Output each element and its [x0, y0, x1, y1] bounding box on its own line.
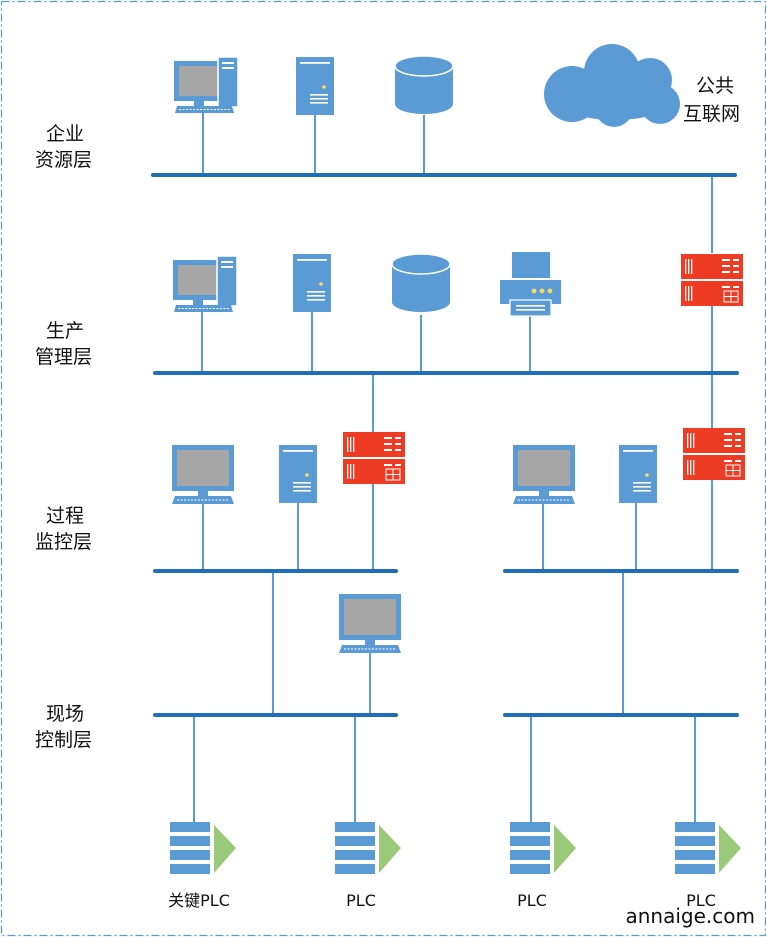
plc-icon	[510, 822, 576, 874]
plc-label: PLC	[517, 891, 547, 910]
layer-label-field-line2: 控制层	[35, 729, 92, 751]
database-icon	[394, 55, 454, 115]
printer-icon	[500, 252, 561, 317]
plc-icon	[675, 822, 741, 874]
firewall-icon	[342, 431, 406, 485]
layer-label-process-line1: 过程	[46, 505, 84, 527]
firewall-icon	[682, 427, 746, 481]
cloud-icon	[544, 44, 680, 127]
layer-label-process-line2: 监控层	[35, 531, 92, 553]
watermark: annaige.com	[626, 904, 756, 928]
computer-icon	[173, 56, 239, 114]
plc-icon	[335, 822, 401, 874]
cloud-label-line1: 公共	[696, 75, 734, 97]
server-icon	[619, 445, 657, 503]
computer-icon	[512, 444, 576, 505]
layer-label-field-line1: 现场	[46, 703, 84, 725]
server-icon	[293, 254, 331, 312]
cloud-label-line2: 互联网	[683, 103, 740, 125]
server-icon	[296, 57, 334, 115]
computer-icon	[338, 593, 402, 654]
layer-label-production-line1: 生产	[46, 320, 84, 342]
plc-label: PLC	[686, 891, 716, 910]
database-icon	[391, 253, 451, 313]
plc-label-critical: 关键PLC	[168, 891, 230, 910]
plc-icon	[170, 822, 236, 874]
connector-lines	[193, 112, 713, 822]
server-icon	[279, 445, 317, 503]
layer-label-enterprise-line1: 企业	[46, 123, 84, 145]
firewall-icon	[680, 253, 744, 307]
computer-icon	[171, 444, 235, 505]
bus-lines	[151, 173, 739, 717]
plc-label: PLC	[346, 891, 376, 910]
layer-label-enterprise-line2: 资源层	[35, 149, 92, 171]
layer-label-production-line2: 管理层	[35, 346, 92, 368]
computer-icon	[172, 255, 238, 313]
